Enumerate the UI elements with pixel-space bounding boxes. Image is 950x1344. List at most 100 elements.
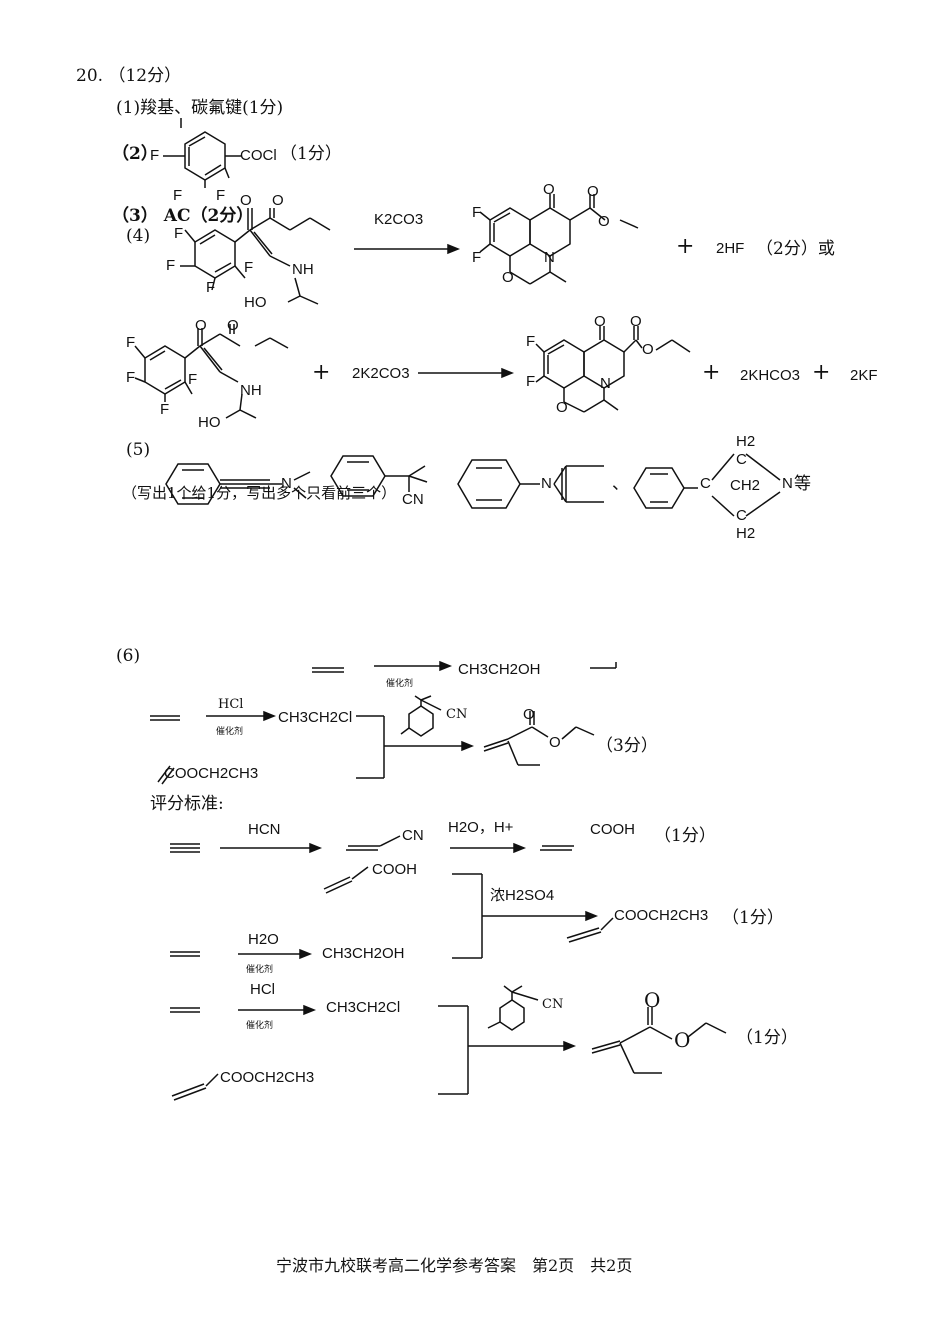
o-atom: O [502,269,514,286]
f-atom: F [206,279,216,296]
o-atom: O [543,181,555,198]
f-atom: F [526,373,536,390]
question-number: 20. （12分） [76,66,182,86]
f-atom: F [174,225,184,242]
o-atom: O [195,317,207,334]
catalyst-label: 催化剂 [216,727,244,737]
hcl-label: HCl [250,981,275,998]
o-atom: O [272,192,284,209]
part4-reactant-1 [180,208,331,305]
part1-answer: (1)羧基、碳氟键(1分) [116,98,284,118]
ester-label: COOCH2CH3 [220,1069,315,1086]
part6-label: (6) [116,646,141,666]
o-atom: O [630,313,642,330]
page-footer: 宁波市九校联考高二化学参考答案 第2页 共2页 [276,1256,633,1275]
cn-label: CN [402,827,424,844]
n-atom: N [544,249,555,266]
grading-route-1 [170,835,574,854]
arylpropionitrile-structure [400,695,442,737]
f-atom: F [126,369,136,386]
o-atom: O [556,399,568,416]
n-atom: N [281,475,292,492]
nh-group: NH [292,261,314,278]
f-atom: F [472,249,482,266]
part6-score: （3分） [596,736,658,756]
h2-label: H2 [736,525,756,542]
grading-route-2 [170,948,313,960]
o-atom: O [644,988,661,1012]
f-atom: F [150,147,160,164]
nh-group: NH [240,382,262,399]
reagent-k2co3: K2CO3 [374,211,424,228]
part3-answer: （3） AC（2分） [112,206,254,226]
score-label: （1分） [722,908,784,928]
o-atom: O [642,341,654,358]
hcn-label: HCN [248,821,281,838]
part4-product-1 [479,194,639,285]
f-atom: F [472,204,482,221]
separator: 、 [612,474,629,494]
cn-label: CN [542,997,564,1012]
reaction-arrow [418,367,515,379]
part4-score: （2分）或 [756,239,835,259]
cooh-label: COOH [372,861,417,878]
conc-h2so4-label: 浓H2SO4 [490,887,555,904]
cn-label: CN [446,707,468,722]
ho-group: HO [198,414,221,431]
cocl-group: COCl [240,147,277,164]
f-atom: F [526,333,536,350]
part5-isomer-4 [633,453,781,517]
f-atom: F [244,259,254,276]
plus-sign: + [702,360,721,385]
o-atom: O [598,213,610,230]
ethyl-chloride: CH3CH2Cl [278,709,353,726]
reaction-arrow [354,243,461,255]
acrylic-acid [323,866,369,894]
part5-isomer-3 [457,459,604,509]
esterification-bracket [452,873,599,959]
hcl-label: HCl [218,697,244,712]
ethyl-chloride: CH3CH2Cl [326,999,401,1016]
part2-structure [163,118,241,188]
f-atom: F [166,257,176,274]
c-atom: C [700,475,711,492]
product-ester [591,1007,727,1074]
o-atom: O [674,1028,691,1052]
f-atom: F [188,371,198,388]
c-atom: C [736,507,747,524]
end-etc: 等 [794,474,811,494]
part4-product-2 [535,326,691,413]
ester-label: COOCH2CH3 [614,907,709,924]
ho-group: HO [244,294,267,311]
byproduct-hf: 2HF [716,240,745,257]
plus-sign: + [812,360,831,385]
part4-reactant-2 [134,324,289,419]
o-atom: O [587,183,599,200]
part5-isomer-1 [165,463,311,505]
ethyl-acrylate [566,917,614,943]
plus-sign: + [676,234,695,259]
n-atom: N [782,475,793,492]
f-atom: F [160,401,170,418]
n-atom: N [541,475,552,492]
o-atom: O [240,192,252,209]
o-atom: O [523,706,535,723]
f-atom: F [126,334,136,351]
c-atom: C [736,451,747,468]
part5-note: （写出1个给1分，写出多个只看前三个） [122,484,397,502]
part2-label: （2） [112,144,158,164]
part6-route [150,710,475,785]
part2-score: （1分） [280,144,342,164]
catalyst-label: 催化剂 [246,1021,274,1031]
f-atom: F [173,187,183,204]
o-atom: O [549,734,561,751]
ethyl-acrylate-label: COOCH2CH3 [164,765,259,782]
score-label: （1分） [736,1028,798,1048]
part5-label: (5) [126,440,151,460]
grading-title: 评分标准: [150,794,224,814]
f-atom: F [216,187,226,204]
plus-sign: + [312,360,331,385]
grading-route-3 [170,1004,577,1101]
h2o-h-label: H2O，H+ [448,819,514,836]
byproduct-khco3: 2KHCO3 [740,367,801,384]
